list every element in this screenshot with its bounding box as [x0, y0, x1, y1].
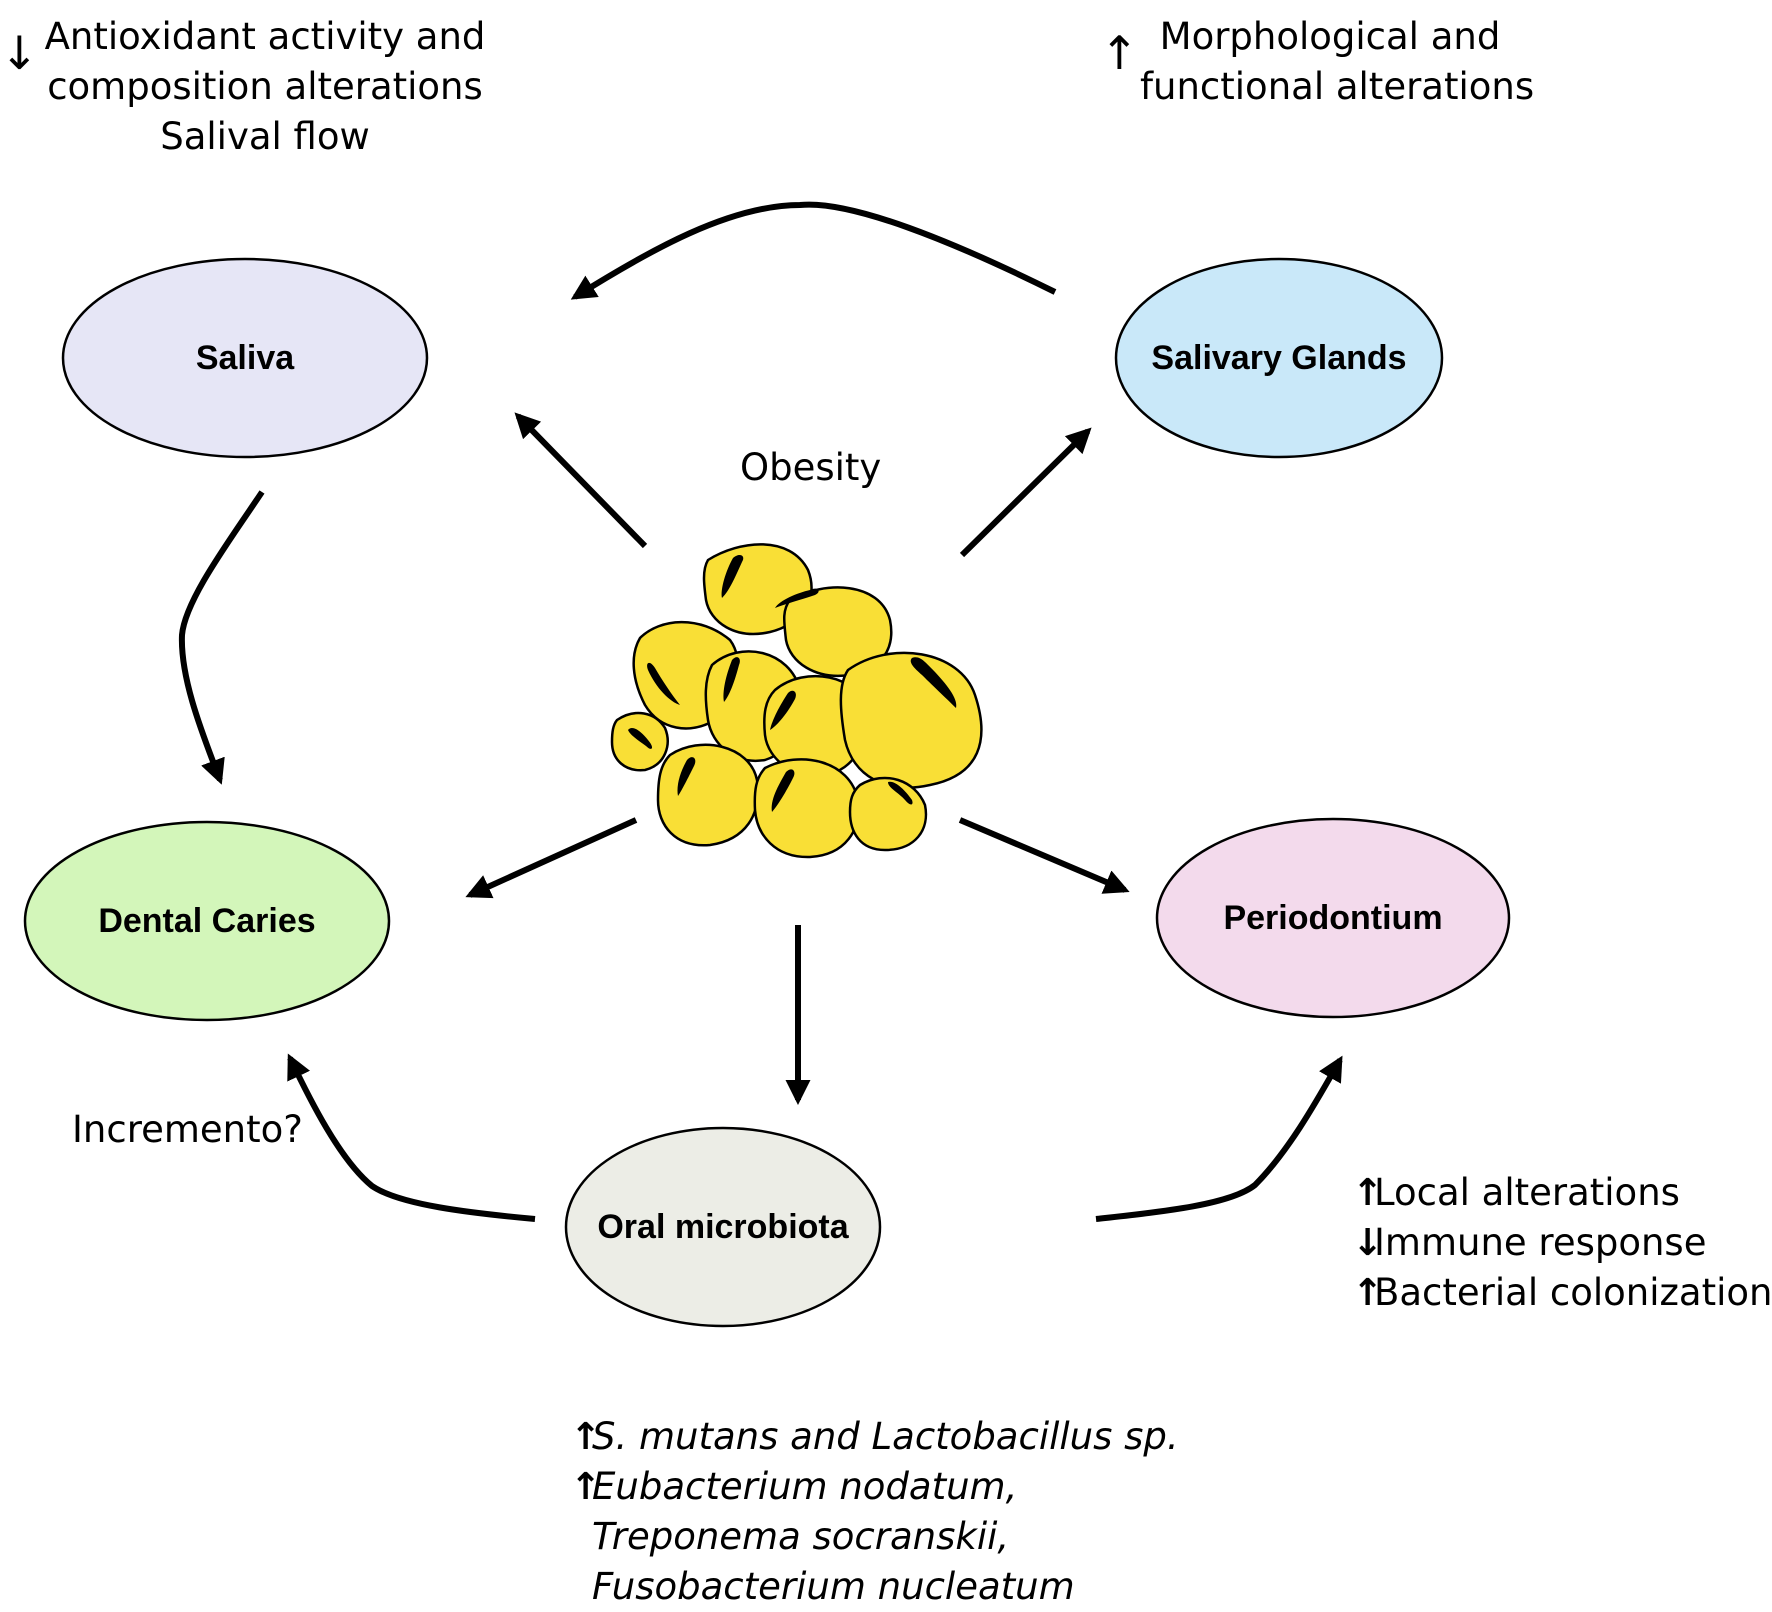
- edge-salivary-glands-saliva: [570, 201, 1057, 300]
- annotation-text: Eubacterium nodatum,: [592, 1465, 1018, 1508]
- edge-saliva-dental-caries: [178, 490, 265, 785]
- annotation-text: Local alterations: [1374, 1171, 1680, 1214]
- fat-cell: [610, 711, 669, 772]
- fat-cell: [839, 651, 983, 789]
- annotation-periodontium-item: ↑Local alterations: [1352, 1168, 1680, 1218]
- annotation-saliva-line: Salival flow: [160, 115, 370, 158]
- node-periodontium: [1155, 817, 1511, 1019]
- edge-microbiota-periodontium: [1095, 1055, 1343, 1222]
- fat-cell: [753, 758, 860, 859]
- node-salivary-glands: [1114, 257, 1444, 459]
- cell-nucleus: [677, 757, 696, 796]
- annotation-microbiota-item: Fusobacterium nucleatum: [570, 1562, 1075, 1612]
- annotation-salivary-glands-line: Morphological and: [1159, 15, 1501, 58]
- fat-cells-icon: [610, 543, 983, 859]
- annotation-microbiota-item: Treponema socranskii,: [570, 1512, 1009, 1562]
- annotation-text: Bacterial colonization: [1374, 1271, 1772, 1314]
- annotation-text: S. mutans and Lactobacillus sp.: [592, 1415, 1179, 1458]
- annotation-microbiota-item: ↑S. mutans and Lactobacillus sp.: [570, 1412, 1179, 1462]
- cell-nucleus: [647, 662, 680, 705]
- cell-nucleus: [723, 657, 740, 702]
- annotation-microbiota-item: ↑Eubacterium nodatum,: [570, 1462, 1017, 1512]
- node-label-oral-microbiota: Oral microbiota: [597, 1208, 849, 1246]
- edge-obesity-dental-caries: [465, 817, 638, 899]
- cell-nucleus: [775, 588, 819, 608]
- annotation-text: Fusobacterium nucleatum: [592, 1565, 1075, 1608]
- arrow-down-icon: ↓: [1352, 1221, 1384, 1264]
- node-dental-caries: [23, 820, 391, 1022]
- edge-microbiota-dental-caries: [287, 1053, 536, 1222]
- edge-obesity-salivary-glands: [959, 427, 1092, 558]
- node-label-salivary-glands: Salivary Glands: [1151, 339, 1407, 377]
- arrow-up-icon: ↑: [1100, 26, 1139, 80]
- cell-nucleus: [721, 555, 744, 598]
- arrow-up-icon: ↑: [1352, 1171, 1384, 1214]
- annotation-caries-link: Incremento?: [72, 1108, 303, 1151]
- node-label-saliva: Saliva: [195, 339, 295, 377]
- node-label-dental-caries: Dental Caries: [98, 902, 316, 940]
- annotation-text: Treponema socranskii,: [592, 1515, 1010, 1558]
- edge-obesity-saliva: [514, 412, 648, 549]
- cell-nucleus: [770, 690, 796, 730]
- center-label-obesity: Obesity: [740, 446, 882, 489]
- arrow-up-icon: ↑: [570, 1415, 602, 1458]
- cell-nucleus: [910, 657, 957, 708]
- annotation-saliva-line: Antioxidant activity and: [44, 15, 486, 58]
- arrow-down-icon: ↓: [0, 26, 39, 80]
- fat-cell: [848, 776, 928, 852]
- edge-obesity-periodontium: [958, 817, 1130, 894]
- annotation-periodontium-item: ↑Bacterial colonization: [1352, 1268, 1772, 1318]
- arrow-up-icon: ↑: [570, 1465, 602, 1508]
- node-saliva: [61, 257, 429, 459]
- annotation-periodontium-item: ↓Immune response: [1352, 1218, 1706, 1268]
- cell-nucleus: [628, 728, 653, 749]
- cell-nucleus: [888, 781, 913, 805]
- arrow-up-icon: ↑: [1352, 1271, 1384, 1314]
- fat-cell: [656, 743, 760, 847]
- cell-nucleus: [771, 769, 795, 812]
- node-oral-microbiota: [564, 1126, 882, 1328]
- annotation-text: Immune response: [1374, 1221, 1707, 1264]
- annotation-salivary-glands-line: functional alterations: [1140, 65, 1535, 108]
- node-label-periodontium: Periodontium: [1223, 899, 1443, 937]
- annotation-saliva-line: composition alterations: [47, 65, 483, 108]
